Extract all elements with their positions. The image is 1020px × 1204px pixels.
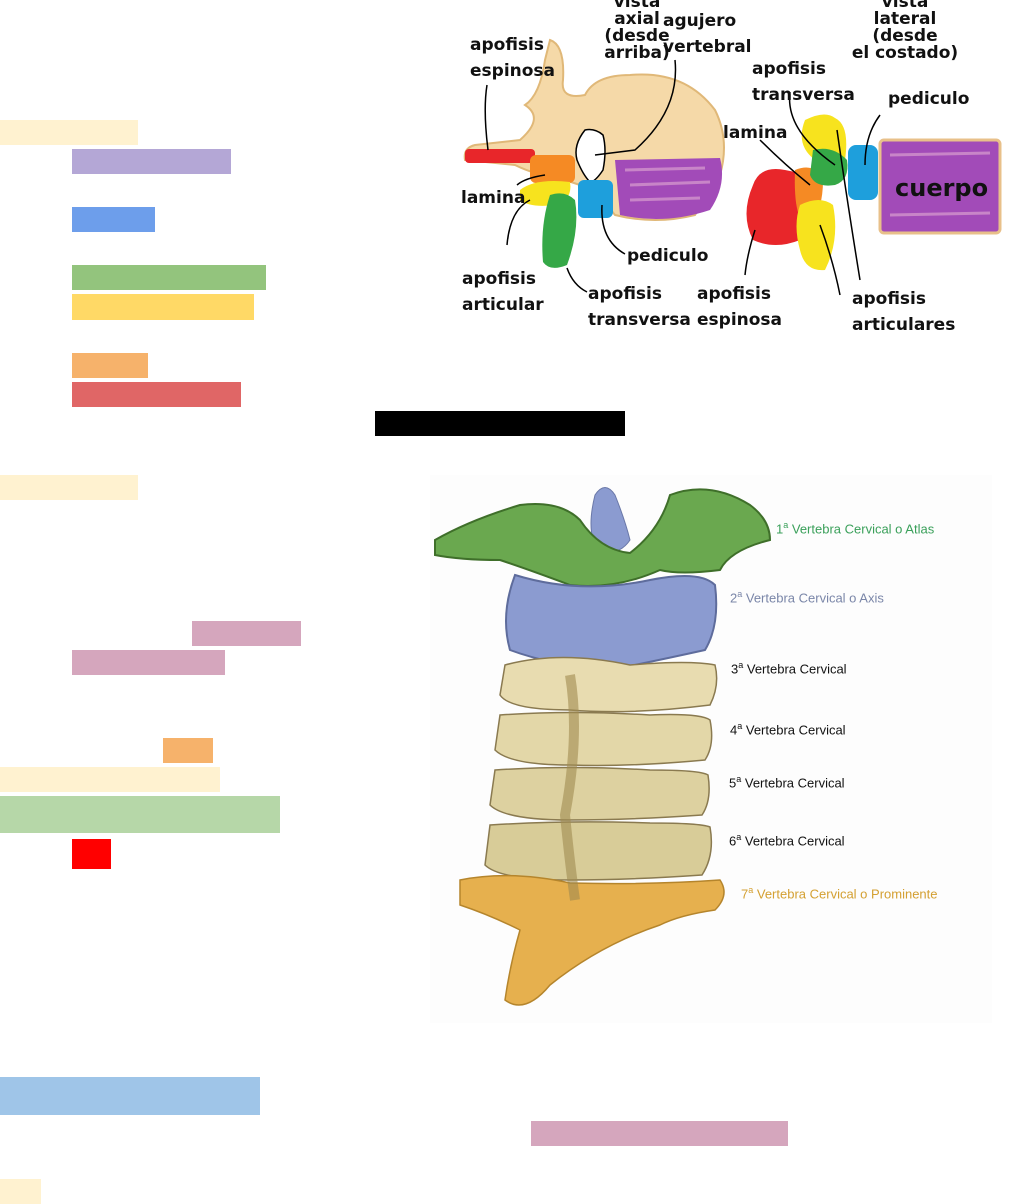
- highlight-cream-3: [0, 767, 220, 792]
- label-cuerpo: cuerpo: [895, 174, 989, 202]
- lateral-vertebra-shape: [744, 91, 1002, 296]
- highlight-pink-3: [531, 1121, 788, 1146]
- label-lamina-lateral: lamina: [723, 123, 788, 143]
- label-apofisis-articular: apofisis articular: [462, 269, 544, 315]
- cervical-label-6: 6a Vertebra Cervical: [729, 832, 845, 849]
- label-pediculo-axial: pediculo: [627, 246, 709, 266]
- vertebra-diagram: vista axial (desde arriba) apofisis espi…: [455, 0, 1020, 345]
- highlight-yellow: [72, 294, 254, 320]
- highlight-blue: [72, 207, 155, 232]
- highlight-orange-1: [72, 353, 148, 378]
- highlight-pink-1: [192, 621, 301, 646]
- highlight-orange-2: [163, 738, 213, 763]
- highlight-black-bar: [375, 411, 625, 436]
- axial-view-title: vista axial (desde arriba): [604, 0, 670, 63]
- cervical-label-4: 4a Vertebra Cervical: [730, 721, 846, 738]
- label-apofisis-espinosa-lateral: apofisis espinosa: [697, 284, 783, 330]
- label-apofisis-transversa-lateral: apofisis transversa: [752, 59, 855, 105]
- label-lamina-axial: lamina: [461, 188, 526, 208]
- highlight-cream-2: [0, 475, 138, 500]
- cervical-spine-diagram: 1a Vertebra Cervical o Atlas 2a Vertebra…: [430, 475, 992, 1023]
- cervical-label-7: 7a Vertebra Cervical o Prominente: [741, 885, 938, 902]
- label-agujero-vertebral: agujero vertebral: [663, 11, 752, 57]
- label-apofisis-transversa-axial: apofisis transversa: [588, 284, 691, 330]
- cervical-label-3: 3a Vertebra Cervical: [731, 660, 847, 677]
- highlight-light-green: [0, 796, 280, 833]
- label-apofisis-espinosa-axial: apofisis espinosa: [470, 35, 556, 81]
- highlight-light-blue: [0, 1077, 260, 1115]
- highlight-cream-4: [0, 1179, 41, 1204]
- label-pediculo-lateral: pediculo: [888, 89, 970, 109]
- highlight-green: [72, 265, 266, 290]
- highlight-red-soft: [72, 382, 241, 407]
- lateral-view-title: vista lateral (desde el costado): [851, 0, 959, 63]
- label-apofisis-articulares: apofisis articulares: [852, 289, 956, 335]
- cervical-label-1: 1a Vertebra Cervical o Atlas: [776, 520, 935, 537]
- highlight-pink-2: [72, 650, 225, 675]
- cervical-label-2: 2a Vertebra Cervical o Axis: [730, 589, 884, 606]
- cervical-spine-illustration: [434, 487, 772, 1006]
- axial-vertebra-shape: [463, 38, 725, 293]
- vertebra-illustration: [463, 38, 1002, 296]
- highlight-cream-1: [0, 120, 138, 145]
- highlight-red: [72, 839, 111, 869]
- highlight-lavender: [72, 149, 231, 174]
- cervical-label-5: 5a Vertebra Cervical: [729, 774, 845, 791]
